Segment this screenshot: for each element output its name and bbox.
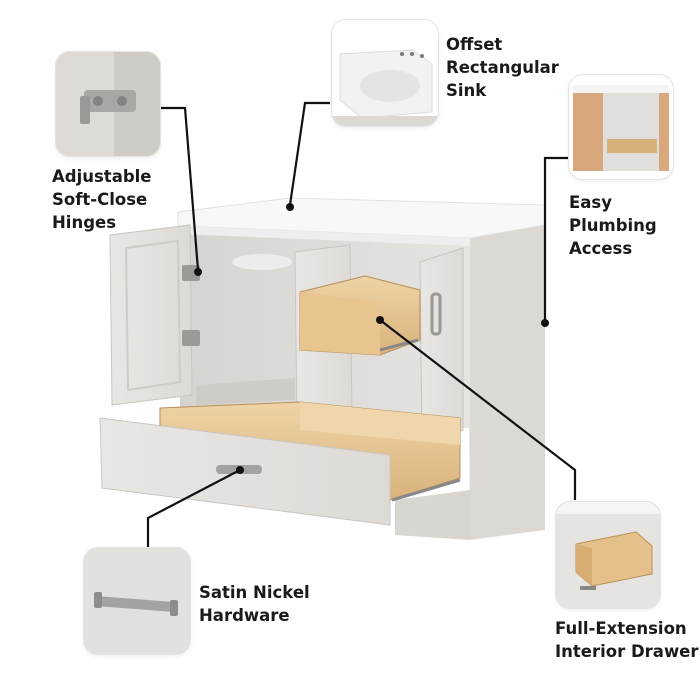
interior-drawer-front (300, 292, 380, 355)
drawer-label: Full-Extension Interior Drawer (555, 617, 699, 663)
hinges-label-line-3: Hinges (52, 213, 117, 232)
interior-drawer-slide (379, 338, 419, 352)
lower-hinge (182, 330, 200, 346)
left-door-panel-inset (124, 239, 182, 392)
sink-icon (332, 20, 438, 126)
sink-thumbnail (332, 20, 438, 126)
hardware-callout-line (146, 469, 241, 548)
drawer-label-line-1: Full-Extension (555, 619, 687, 638)
hinge-icon (56, 52, 160, 156)
hardware-thumbnail (84, 548, 190, 654)
sink-label-line-1: Offset (446, 35, 503, 54)
hinges-callout-line (160, 106, 200, 271)
plumbing-label-line-3: Access (569, 239, 633, 258)
plumbing-callout-line (543, 156, 568, 322)
drawer-thumbnail (556, 502, 660, 608)
bottom-drawer-slide (391, 478, 461, 502)
sink-label: Offset Rectangular Sink (446, 33, 559, 102)
left-cabinet-door (109, 224, 193, 406)
hardware-label-line-2: Hardware (199, 606, 290, 625)
plumbing-label-line-2: Plumbing (569, 216, 657, 235)
right-door-pull-handle (430, 292, 442, 336)
plumbing-label: Easy Plumbing Access (569, 191, 657, 260)
countertop-edge (178, 226, 470, 246)
sink-label-line-2: Rectangular (446, 58, 559, 77)
hardware-callout-dot (236, 466, 244, 474)
drawer-callout-dot (376, 316, 384, 324)
hinges-label: Adjustable Soft-Close Hinges (52, 165, 151, 234)
interior-drawer-icon (556, 502, 660, 608)
hinges-thumbnail (56, 52, 160, 156)
hinges-label-line-2: Soft-Close (52, 190, 148, 209)
hinges-callout-dot (194, 268, 202, 276)
interior-shelf (196, 378, 295, 405)
plumbing-thumbnail (569, 75, 673, 179)
cabinet-side-panel (468, 214, 545, 540)
bottom-drawer-divider (300, 402, 460, 445)
sink-callout-line (288, 101, 330, 206)
sink-label-line-3: Sink (446, 81, 487, 100)
drawer-pull-icon (84, 548, 190, 654)
plumbing-access-icon (569, 75, 673, 179)
hardware-label: Satin Nickel Hardware (199, 581, 310, 627)
sink-bowl (232, 254, 292, 270)
sink-callout-dot (286, 203, 294, 211)
drawer-label-line-2: Interior Drawer (555, 642, 699, 661)
cabinet-base (395, 490, 470, 540)
plumbing-callout-dot (541, 319, 549, 327)
plumbing-label-line-1: Easy (569, 193, 612, 212)
drawer-callout-line (379, 319, 577, 500)
hinges-label-line-1: Adjustable (52, 167, 152, 186)
hardware-label-line-1: Satin Nickel (199, 583, 310, 602)
